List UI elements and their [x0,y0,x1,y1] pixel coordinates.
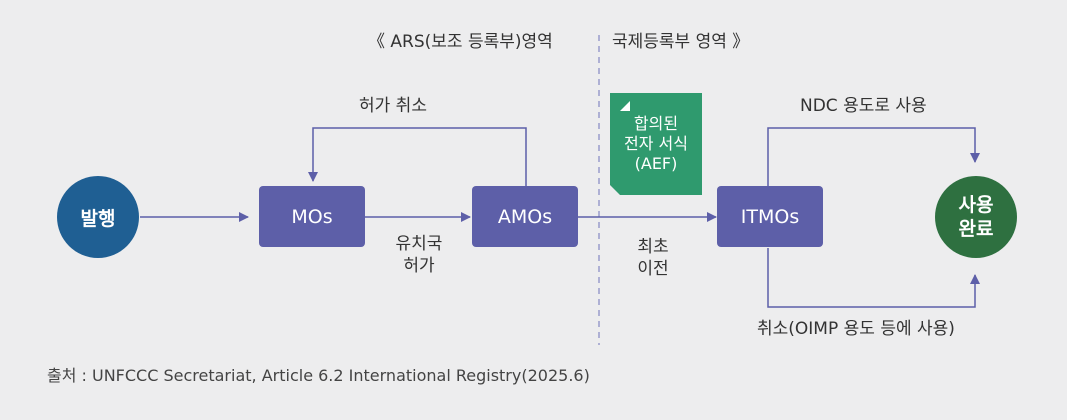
label-host-permit: 유치국 허가 [384,233,454,277]
aef-line3: (AEF) [634,154,678,173]
node-amos-label: AMOs [497,205,553,228]
aef-document: 합의된 전자 서식 (AEF) [610,93,702,195]
label-revoke: 허가 취소 [359,96,427,116]
node-completion-line1: 사용 [958,194,994,216]
zone-label-international: 국제등록부 영역 》 [612,32,750,52]
aef-line2: 전자 서식 [624,134,688,153]
node-issuance: 발행 [57,176,139,258]
node-completion: 사용 완료 [935,176,1017,258]
label-host-permit-line2: 허가 [403,256,435,276]
label-first-transfer-line2: 이전 [637,259,669,279]
node-issuance-label: 발행 [80,207,116,230]
node-mos: MOs [259,186,365,247]
label-first-transfer: 최초 이전 [623,236,683,280]
arrow-cancel-oimp [767,248,980,308]
arrow-ndc-use [767,127,980,186]
aef-line1: 합의된 [633,114,679,133]
zone-label-ars: 《 ARS(보조 등록부)영역 [368,32,553,52]
label-first-transfer-line1: 최초 [637,237,669,257]
node-completion-line2: 완료 [958,218,994,240]
label-host-permit-line1: 유치국 [395,234,443,254]
node-mos-label: MOs [291,205,333,228]
document-fold-icon [620,101,630,111]
node-amos: AMOs [472,186,578,247]
node-itmos: ITMOs [717,186,823,247]
node-itmos-label: ITMOs [740,205,800,228]
label-cancel-oimp: 취소(OIMP 용도 등에 사용) [757,319,955,339]
arrow-revoke-loop [308,127,527,186]
label-ndc-use: NDC 용도로 사용 [800,96,927,116]
source-note: 출처 : UNFCCC Secretariat, Article 6.2 Int… [47,366,590,385]
